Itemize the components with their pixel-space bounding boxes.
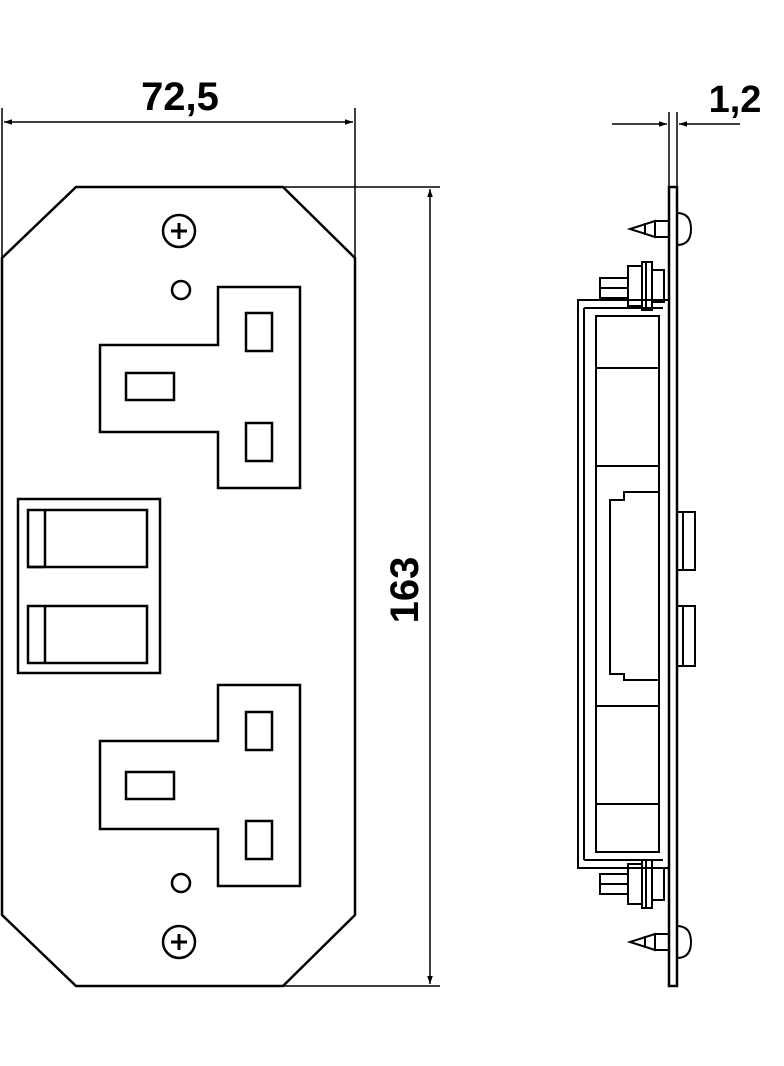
depth-dimension-label: 1,2 [709, 79, 762, 121]
side-view [577, 185, 696, 988]
bottom-hole [170, 872, 192, 894]
front-view [0, 185, 357, 988]
side-box-body [577, 299, 670, 869]
width-dimension [1, 108, 356, 258]
top-screw [161, 213, 197, 249]
top-socket [98, 285, 302, 490]
side-bottom-clamp [599, 859, 665, 909]
side-top-screw [626, 211, 693, 247]
width-dimension-label: 72,5 [141, 75, 219, 119]
bottom-socket [98, 683, 302, 888]
switch-block [16, 497, 162, 675]
height-dimension [283, 186, 440, 987]
height-dimension-label: 163 [383, 557, 427, 624]
side-faceplate [667, 185, 679, 988]
top-hole [170, 279, 192, 301]
depth-dimension [612, 112, 740, 187]
plate-outline [0, 185, 357, 988]
side-bottom-screw [626, 924, 693, 960]
side-switch-rockers [676, 511, 696, 667]
bottom-screw [161, 924, 197, 960]
side-top-clamp [599, 261, 665, 311]
